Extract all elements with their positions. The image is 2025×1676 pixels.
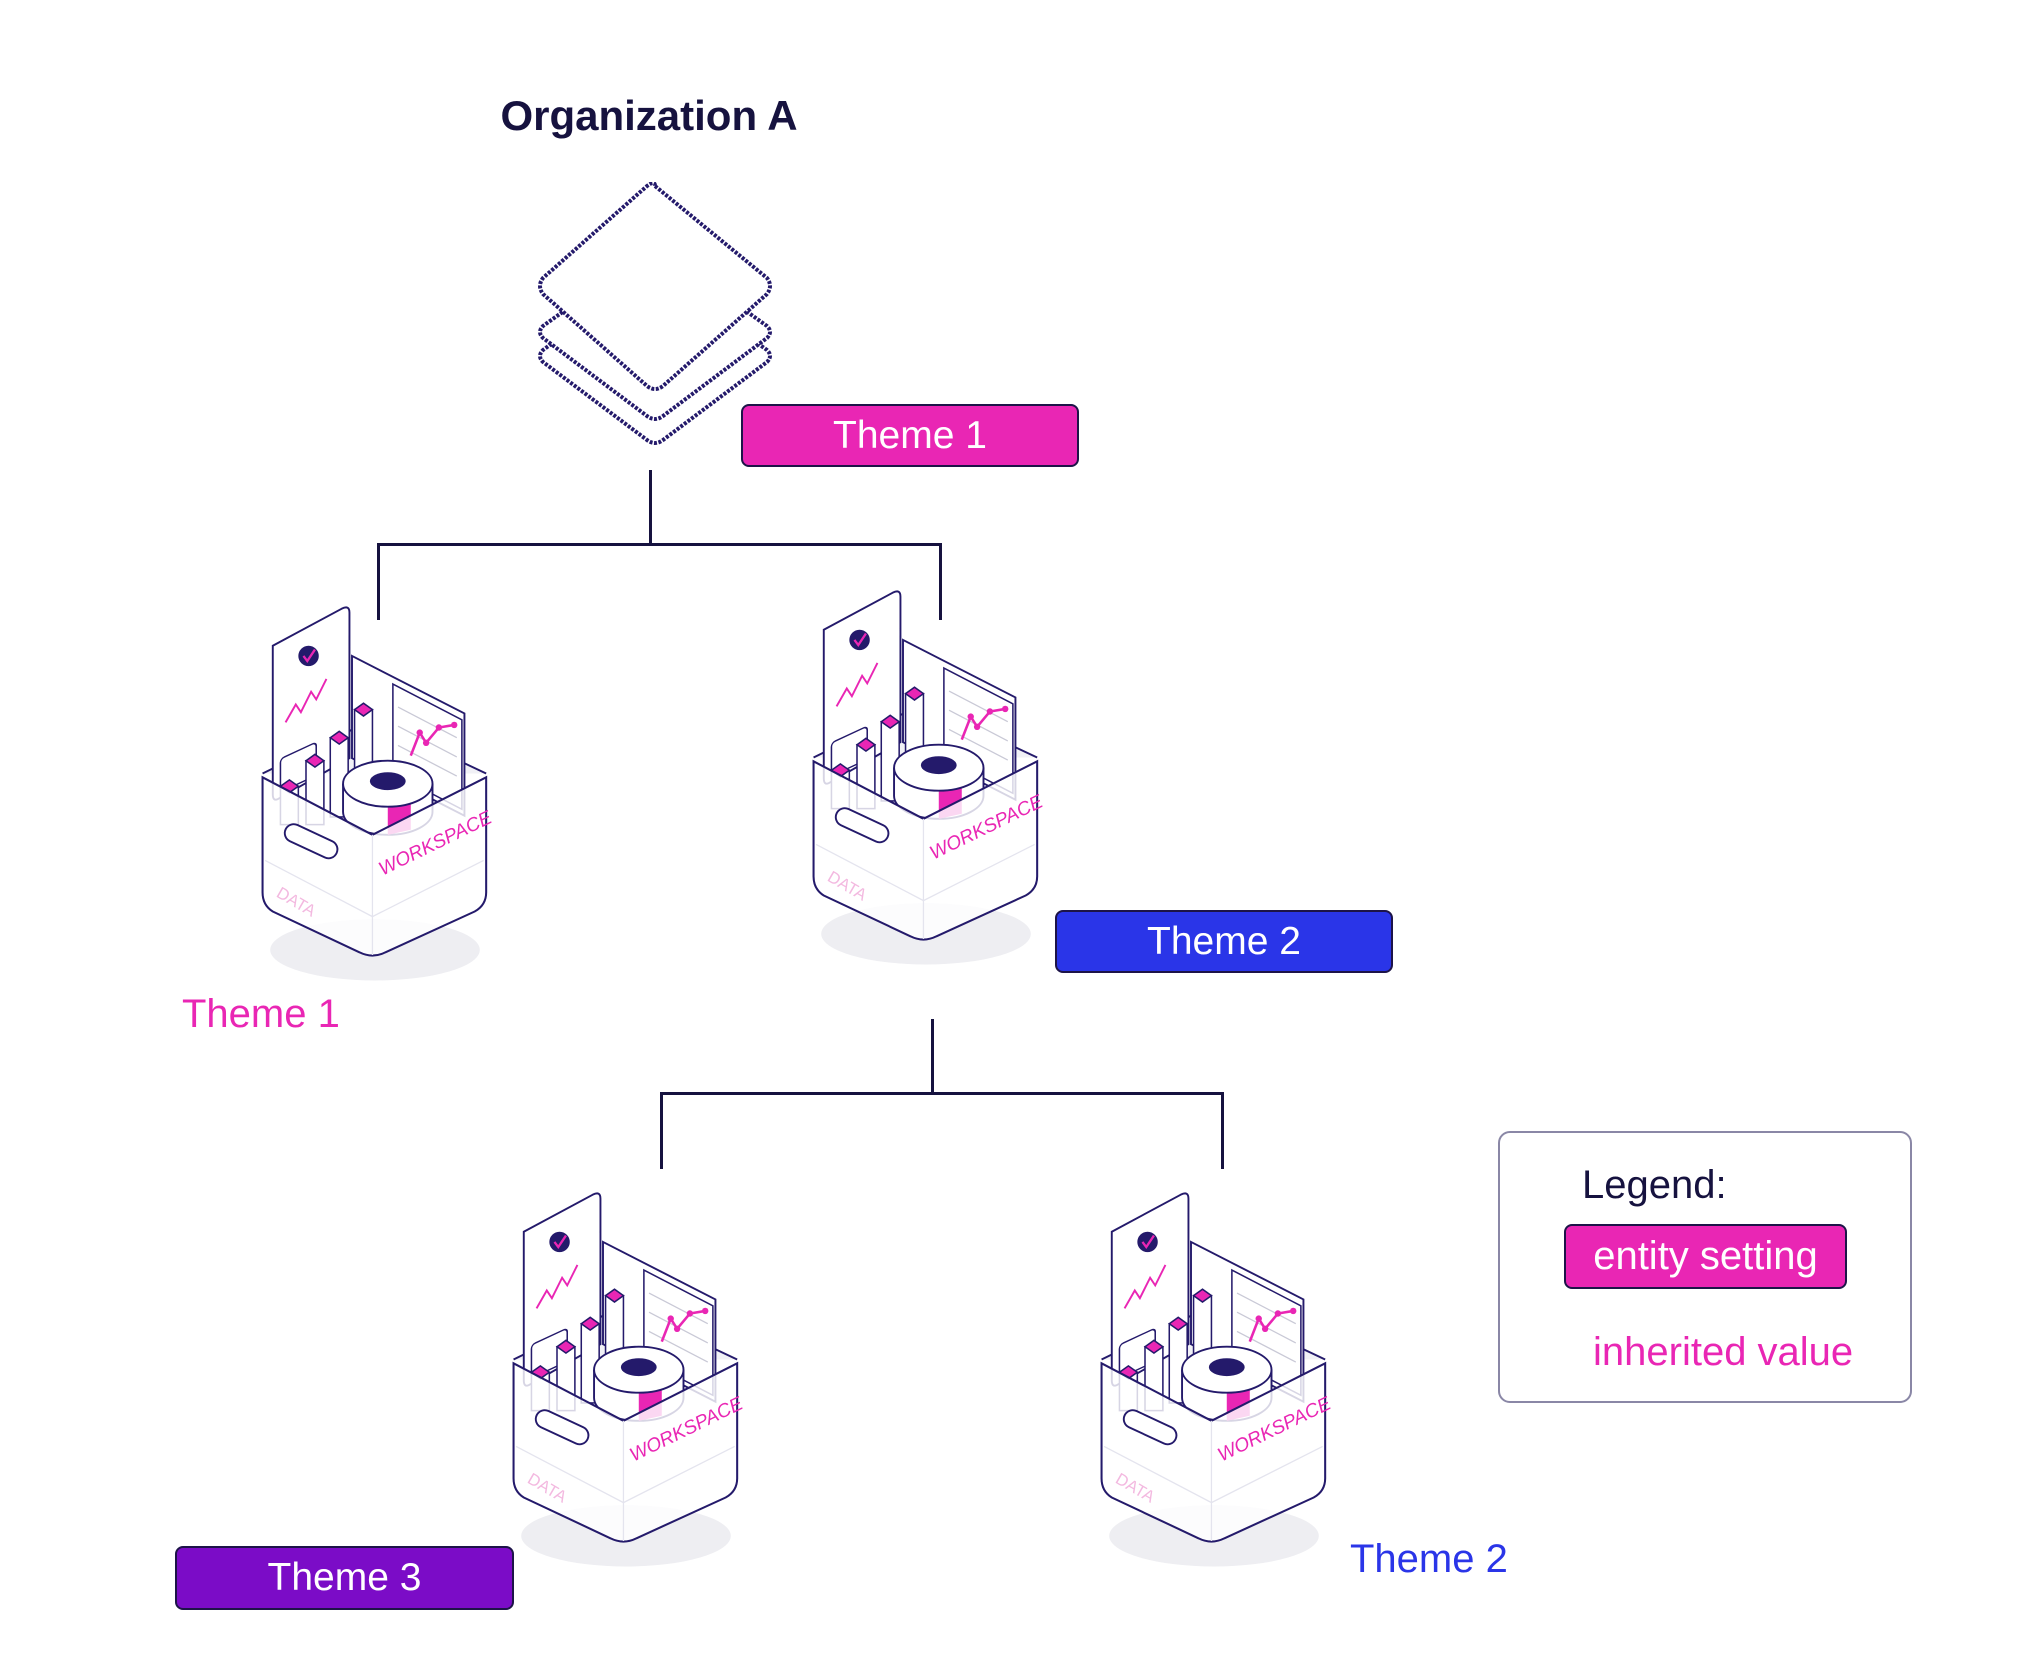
workspace-icon: WORKSPACE DATA — [811, 588, 1047, 973]
stacked-layers-icon — [538, 182, 772, 445]
connector — [377, 543, 380, 620]
legend-title: Legend: — [1582, 1163, 1727, 1207]
connector — [1221, 1092, 1224, 1169]
connector — [649, 470, 652, 545]
connector — [377, 543, 942, 546]
connector — [660, 1092, 663, 1169]
workspace-3-theme-badge: Theme 3 — [175, 1546, 514, 1610]
workspace-4-inherited-theme: Theme 2 — [1350, 1537, 1508, 1581]
workspace-1-inherited-theme: Theme 1 — [182, 992, 340, 1036]
organization-theme-badge: Theme 1 — [741, 404, 1079, 467]
workspace-icon: WORKSPACE DATA — [1099, 1190, 1335, 1575]
connector — [660, 1092, 1224, 1095]
connector — [931, 1019, 934, 1094]
organization-title: Organization A — [500, 92, 798, 139]
workspace-2-theme-badge: Theme 2 — [1055, 910, 1393, 973]
workspace-icon: WORKSPACE DATA — [260, 604, 496, 989]
legend-inherited-value: inherited value — [1593, 1330, 1854, 1374]
workspace-icon: WORKSPACE DATA — [511, 1190, 747, 1575]
legend-box: Legend: entity setting inherited value — [1498, 1131, 1912, 1403]
legend-entity-setting: entity setting — [1564, 1224, 1847, 1289]
connector — [939, 543, 942, 620]
